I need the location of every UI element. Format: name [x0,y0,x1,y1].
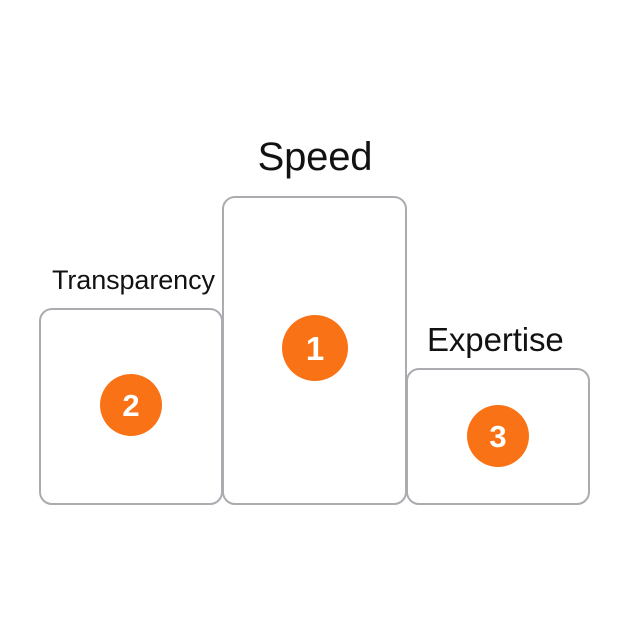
podium-label-transparency: Transparency [52,265,215,295]
rank-badge-2: 2 [100,374,162,436]
rank-badge-3: 3 [467,405,529,467]
podium-label-expertise: Expertise [427,321,564,358]
rank-badge-1: 1 [282,315,348,381]
podium-label-speed: Speed [257,135,373,179]
